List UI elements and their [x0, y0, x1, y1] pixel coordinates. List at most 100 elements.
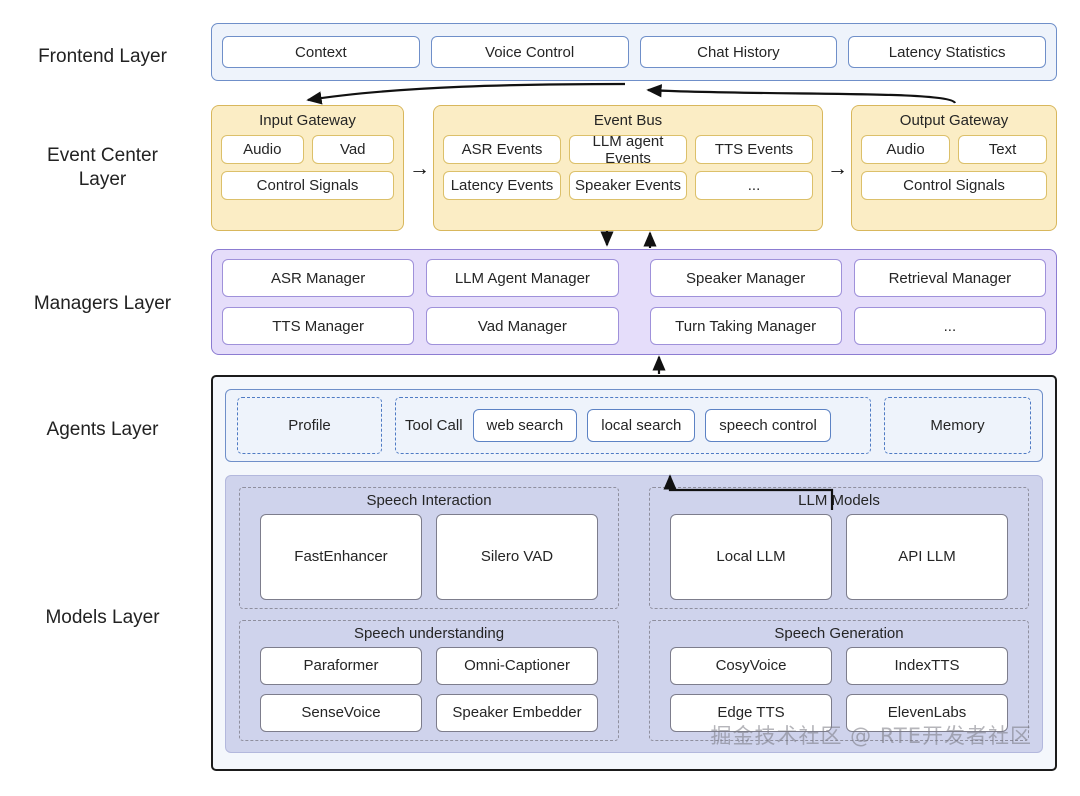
- manager-vad[interactable]: Vad Manager: [426, 307, 619, 345]
- frontend-item-chat-history[interactable]: Chat History: [639, 36, 838, 68]
- managers-row-2: TTS Manager Vad Manager Turn Taking Mana…: [222, 307, 1046, 345]
- model-group-speech-understanding-grid: Paraformer SenseVoice Omni-Captioner Spe…: [260, 646, 598, 732]
- frontend-layer-band: Context Voice Control Chat History Laten…: [211, 23, 1057, 81]
- model-col: Omni-Captioner Speaker Embedder: [436, 646, 598, 732]
- frontend-item-context[interactable]: Context: [222, 36, 420, 68]
- model-silero-vad[interactable]: Silero VAD: [436, 514, 598, 600]
- output-gateway-row-1: Audio Text: [861, 135, 1047, 164]
- model-col: Silero VAD: [436, 514, 598, 600]
- arrow-bus-to-output: →: [827, 157, 848, 180]
- model-group-speech-interaction-title: Speech Interaction: [366, 492, 492, 509]
- model-col: API LLM: [846, 514, 1008, 600]
- event-bus-row-1: ASR Events LLM agent Events TTS Events: [443, 133, 813, 167]
- arrow-input-to-bus: →: [409, 157, 430, 180]
- managers-row-1: ASR Manager LLM Agent Manager Speaker Ma…: [222, 259, 1046, 297]
- model-fastenhancer[interactable]: FastEnhancer: [260, 514, 422, 600]
- agents-profile-label: Profile: [288, 417, 331, 434]
- managers-cell-1-3: Speaker Manager: [631, 259, 854, 297]
- managers-cell-2-2: Vad Manager: [426, 307, 630, 345]
- agents-tool-speech-control[interactable]: speech control: [705, 409, 831, 442]
- model-col: Paraformer SenseVoice: [260, 646, 422, 732]
- layer-label-event-center: Event Center Layer: [47, 145, 158, 190]
- model-speaker-embedder[interactable]: Speaker Embedder: [436, 693, 598, 732]
- managers-cell-2-1: TTS Manager: [222, 307, 426, 345]
- model-group-llm-models: LLM Models Local LLM API LLM: [649, 487, 1029, 609]
- event-bus-title: Event Bus: [593, 112, 663, 129]
- agents-memory-label: Memory: [930, 417, 985, 434]
- agents-profile-group[interactable]: Profile: [237, 397, 382, 454]
- input-gateway-title: Input Gateway: [259, 112, 356, 129]
- model-group-speech-generation-title: Speech Generation: [774, 624, 904, 642]
- model-edge-tts[interactable]: Edge TTS: [670, 693, 832, 732]
- model-group-speech-interaction: Speech Interaction FastEnhancer Silero V…: [239, 487, 619, 609]
- model-group-speech-generation: Speech Generation CosyVoice Edge TTS Ind…: [649, 619, 1029, 741]
- managers-layer-band: ASR Manager LLM Agent Manager Speaker Ma…: [211, 249, 1057, 355]
- model-group-llm-models-title: LLM Models: [798, 492, 880, 509]
- agents-memory-group[interactable]: Memory: [884, 397, 1031, 454]
- input-gateway-row-1: Audio Vad: [221, 135, 394, 164]
- model-col: IndexTTS ElevenLabs: [846, 646, 1008, 732]
- manager-tts[interactable]: TTS Manager: [222, 307, 415, 345]
- output-gateway-control-signals[interactable]: Control Signals: [861, 171, 1047, 200]
- input-gateway-control-signals[interactable]: Control Signals: [221, 171, 394, 200]
- model-indextts[interactable]: IndexTTS: [846, 646, 1008, 685]
- frontend-item-voice-control[interactable]: Voice Control: [430, 36, 629, 68]
- managers-cell-2-4: ...: [853, 307, 1046, 345]
- input-gateway-row-2: Control Signals: [221, 171, 394, 200]
- model-sensevoice[interactable]: SenseVoice: [260, 693, 422, 732]
- models-row-bottom: Speech understanding Paraformer SenseVoi…: [239, 619, 1029, 741]
- manager-speaker[interactable]: Speaker Manager: [649, 259, 842, 297]
- model-col: Local LLM: [670, 514, 832, 600]
- layer-label-agents: Agents Layer: [46, 419, 159, 440]
- model-paraformer[interactable]: Paraformer: [260, 646, 422, 685]
- event-bus-row-2: Latency Events Speaker Events ...: [443, 171, 813, 200]
- model-group-speech-understanding-title: Speech understanding: [353, 624, 505, 642]
- model-col: CosyVoice Edge TTS: [670, 646, 832, 732]
- agents-tool-local-search[interactable]: local search: [587, 409, 696, 442]
- output-gateway-row-2: Control Signals: [861, 171, 1047, 200]
- models-layer-band: Speech Interaction FastEnhancer Silero V…: [225, 475, 1043, 753]
- model-group-llm-models-grid: Local LLM API LLM: [670, 514, 1008, 600]
- model-group-speech-understanding: Speech understanding Paraformer SenseVoi…: [239, 619, 619, 741]
- layer-label-models: Models Layer: [45, 607, 160, 628]
- agents-tool-call-group: Tool Call web search local search speech…: [395, 397, 871, 454]
- manager-retrieval[interactable]: Retrieval Manager: [853, 259, 1046, 297]
- manager-turn-taking[interactable]: Turn Taking Manager: [649, 307, 842, 345]
- manager-more[interactable]: ...: [853, 307, 1046, 345]
- arrow-frontend-to-input-gateway: [306, 82, 626, 105]
- model-elevenlabs[interactable]: ElevenLabs: [846, 693, 1008, 732]
- event-bus-speaker-events[interactable]: Speaker Events: [569, 171, 687, 200]
- managers-cell-1-2: LLM Agent Manager: [426, 259, 630, 297]
- event-bus-llm-agent-events[interactable]: LLM agent Events: [569, 133, 687, 167]
- agents-models-frame: Profile Tool Call web search local searc…: [211, 375, 1057, 771]
- event-bus-asr-events[interactable]: ASR Events: [443, 135, 561, 164]
- model-group-speech-interaction-grid: FastEnhancer Silero VAD: [260, 514, 598, 600]
- output-gateway-audio[interactable]: Audio: [861, 135, 950, 164]
- event-bus-more[interactable]: ...: [695, 171, 813, 200]
- layer-label-frontend: Frontend Layer: [38, 46, 167, 67]
- output-gateway-text[interactable]: Text: [958, 135, 1047, 164]
- agents-tool-web-search[interactable]: web search: [472, 409, 578, 442]
- output-gateway-title: Output Gateway: [899, 112, 1009, 129]
- model-omni-captioner[interactable]: Omni-Captioner: [436, 646, 598, 685]
- arrow-output-gateway-to-frontend: [646, 84, 957, 104]
- manager-asr[interactable]: ASR Manager: [222, 259, 415, 297]
- frontend-item-latency-statistics[interactable]: Latency Statistics: [848, 36, 1046, 68]
- event-bus-tts-events[interactable]: TTS Events: [695, 135, 813, 164]
- model-api-llm[interactable]: API LLM: [846, 514, 1008, 600]
- model-cosyvoice[interactable]: CosyVoice: [670, 646, 832, 685]
- manager-llm-agent[interactable]: LLM Agent Manager: [426, 259, 619, 297]
- model-group-speech-generation-grid: CosyVoice Edge TTS IndexTTS ElevenLabs: [670, 646, 1008, 732]
- models-row-top: Speech Interaction FastEnhancer Silero V…: [239, 487, 1029, 609]
- model-local-llm[interactable]: Local LLM: [670, 514, 832, 600]
- managers-cell-1-4: Retrieval Manager: [853, 259, 1046, 297]
- input-gateway-audio[interactable]: Audio: [221, 135, 304, 164]
- input-gateway-vad[interactable]: Vad: [311, 135, 394, 164]
- event-bus-latency-events[interactable]: Latency Events: [443, 171, 561, 200]
- input-gateway-box: Input Gateway Audio Vad Control Signals: [211, 105, 404, 231]
- watermark: 掘金技术社区 @ RTE开发者社区: [710, 724, 1032, 748]
- managers-cell-1-1: ASR Manager: [222, 259, 426, 297]
- event-bus-box: Event Bus ASR Events LLM agent Events TT…: [433, 105, 823, 231]
- agents-layer-band: Profile Tool Call web search local searc…: [225, 389, 1043, 462]
- agents-tool-call-label: Tool Call: [405, 417, 463, 434]
